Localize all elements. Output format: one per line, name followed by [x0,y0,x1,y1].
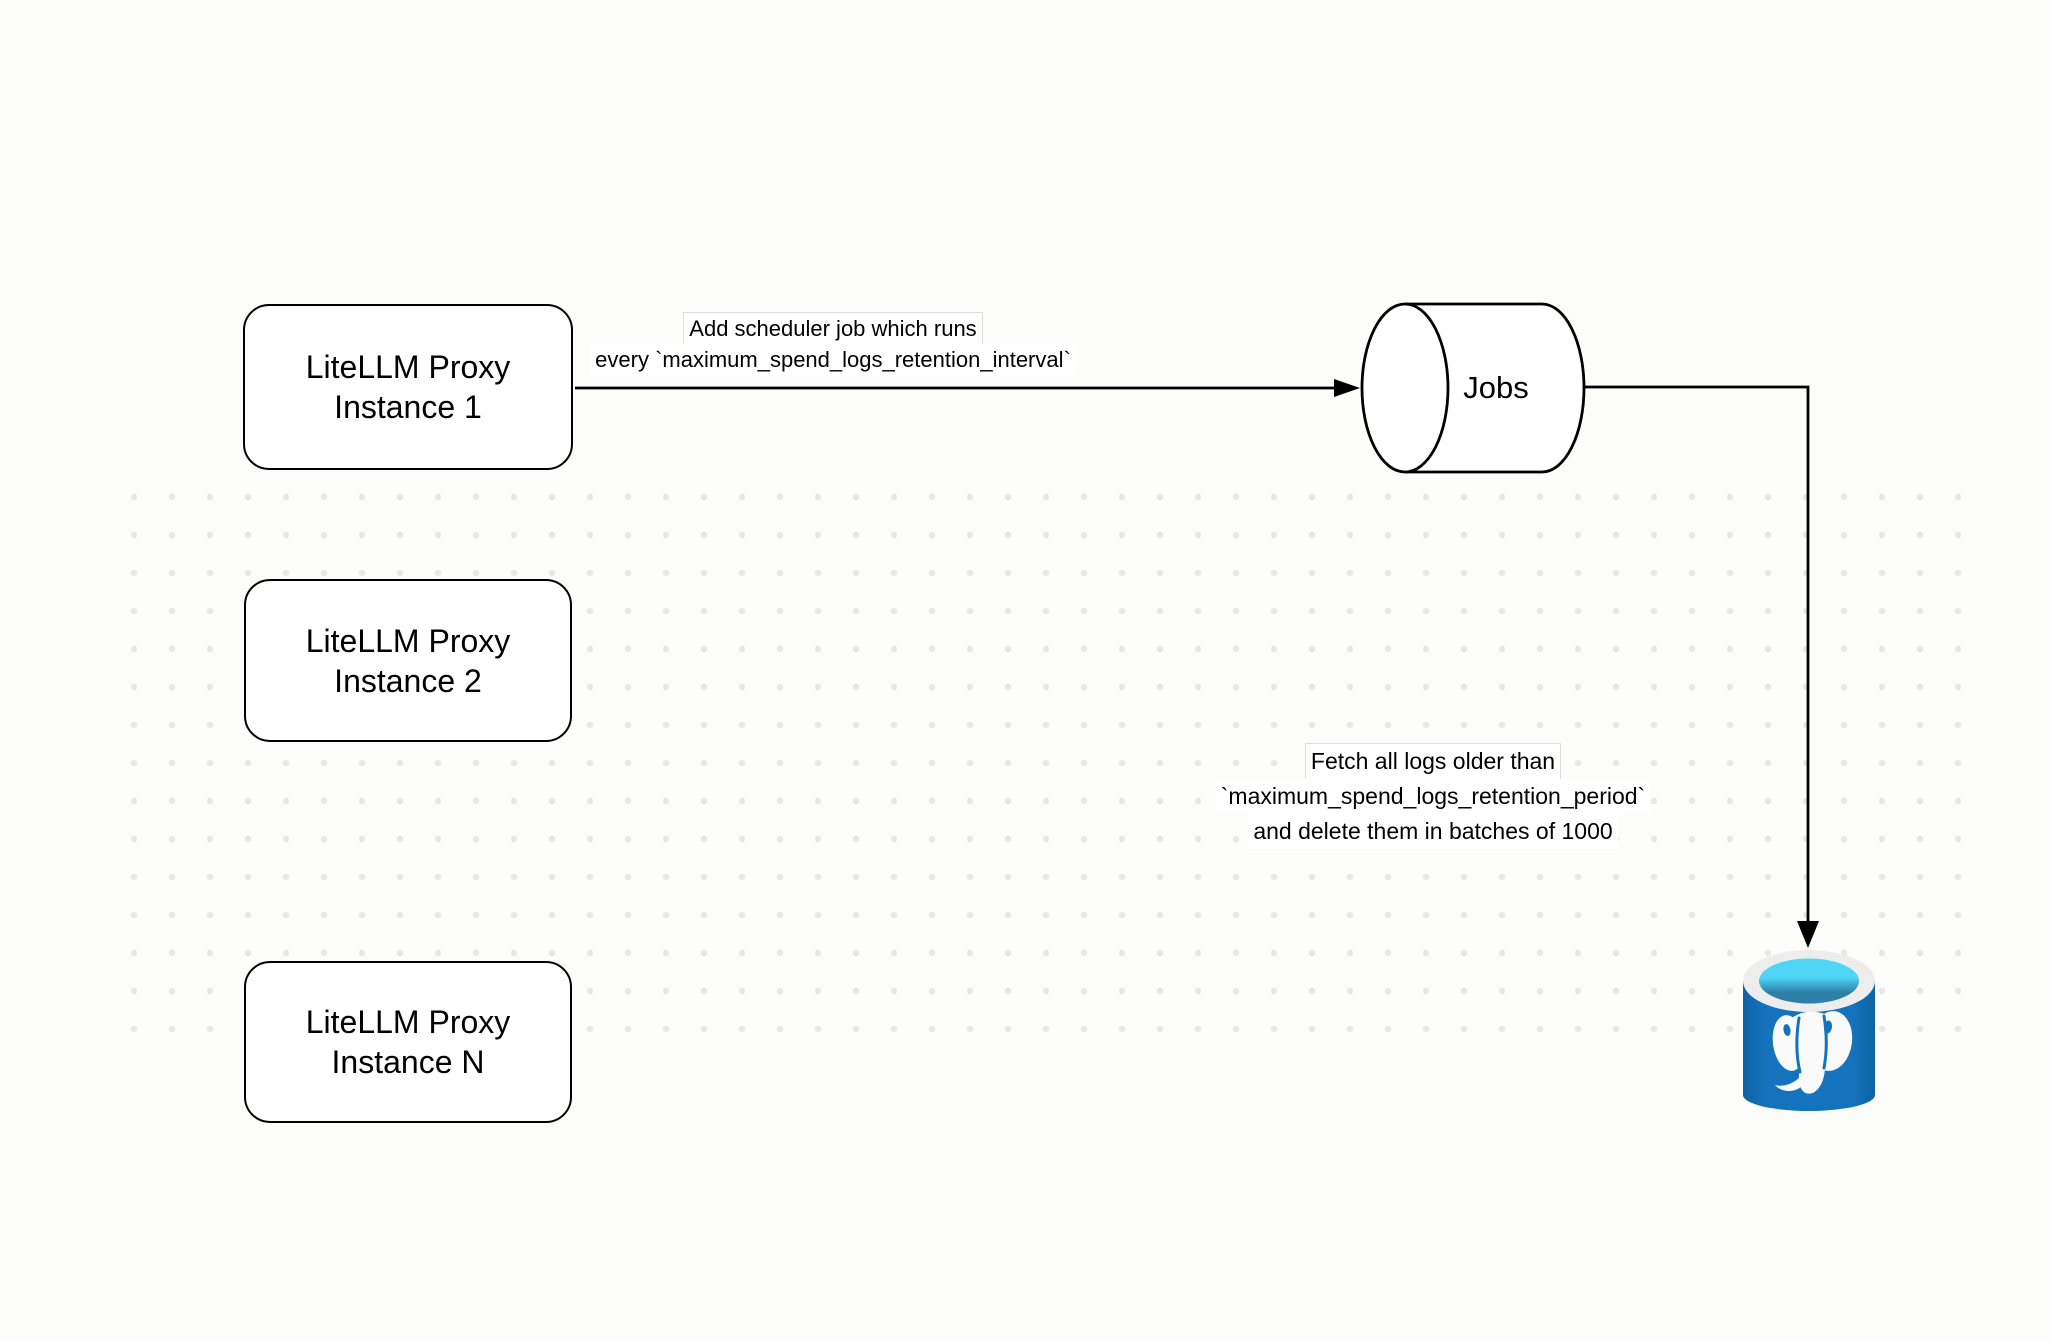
edge-label-line: `maximum_spend_logs_retention_period` [1215,779,1651,814]
edge-label-line: and delete them in batches of 1000 [1248,814,1618,849]
arrow-proxy1-to-jobs [575,379,1360,397]
node-label-line: LiteLLM Proxy [305,349,511,385]
node-jobs-label: Jobs [1463,370,1529,405]
edge-label-line: Add scheduler job which runs [684,313,982,344]
node-litellm-proxy-instance-1: LiteLLM Proxy Instance 1 [243,304,573,470]
node-litellm-proxy-instance-n: LiteLLM Proxy Instance N [244,961,572,1123]
edge-label-fetch-delete: Fetch all logs older than `maximum_spend… [1033,744,1833,849]
node-label-line: LiteLLM Proxy [305,622,511,659]
edge-label-line: every `maximum_spend_logs_retention_inte… [590,344,1076,375]
edge-label-line: Fetch all logs older than [1305,744,1561,779]
edge-label-scheduler: Add scheduler job which runs every `maxi… [433,313,1233,375]
arrowhead-right-icon [1334,379,1360,397]
node-label-line: Instance 1 [334,389,482,425]
node-litellm-proxy-instance-2: LiteLLM Proxy Instance 2 [244,579,572,742]
node-label-line: LiteLLM Proxy [305,1004,511,1040]
node-label-line: Instance 2 [334,662,482,699]
node-label-line: Instance N [331,1044,485,1080]
